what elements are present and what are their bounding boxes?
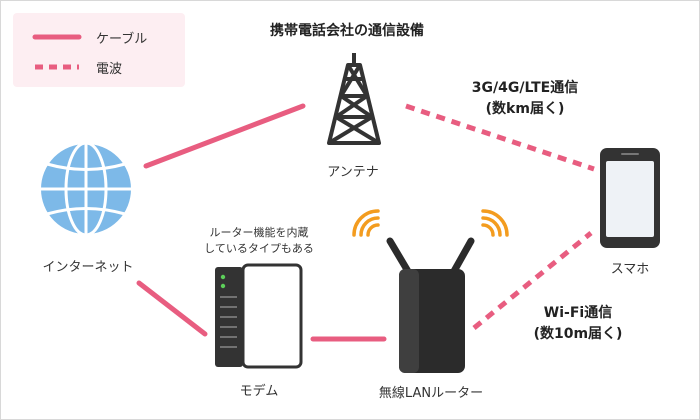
modem-icon — [215, 263, 303, 369]
globe-icon — [39, 141, 133, 237]
wifi-range-label: (数10m届く) — [533, 326, 623, 342]
modem-label: モデム — [239, 384, 279, 399]
modem-note-line2: しているタイプもある — [204, 242, 314, 255]
cable-internet-antenna — [143, 103, 306, 169]
legend-cable-label: ケーブル — [96, 32, 148, 47]
mobile-range-label: (数km届く) — [485, 101, 565, 117]
carrier-facility-title: 携帯電話会社の通信設備 — [270, 23, 424, 39]
internet-label: インターネット — [42, 260, 134, 275]
antenna-label: アンテナ — [327, 165, 379, 180]
signal-right-icon — [481, 209, 509, 237]
wave-antenna-smartphone — [405, 103, 595, 172]
smartphone-icon — [600, 148, 660, 248]
modem-note-line1: ルーター機能を内蔵 — [209, 226, 309, 239]
legend — [13, 13, 185, 87]
wifi-connection-label: Wi-Fi通信 — [543, 305, 613, 321]
cable-internet-modem — [136, 280, 208, 337]
legend-wave-label: 電波 — [96, 62, 123, 77]
wireless-router-icon — [386, 237, 475, 373]
smartphone-label: スマホ — [610, 262, 650, 277]
mobile-connection-label: 3G/4G/LTE通信 — [471, 80, 579, 96]
antenna-tower-icon — [327, 53, 381, 145]
router-label: 無線LANルーター — [378, 386, 484, 401]
signal-left-icon — [352, 209, 380, 237]
